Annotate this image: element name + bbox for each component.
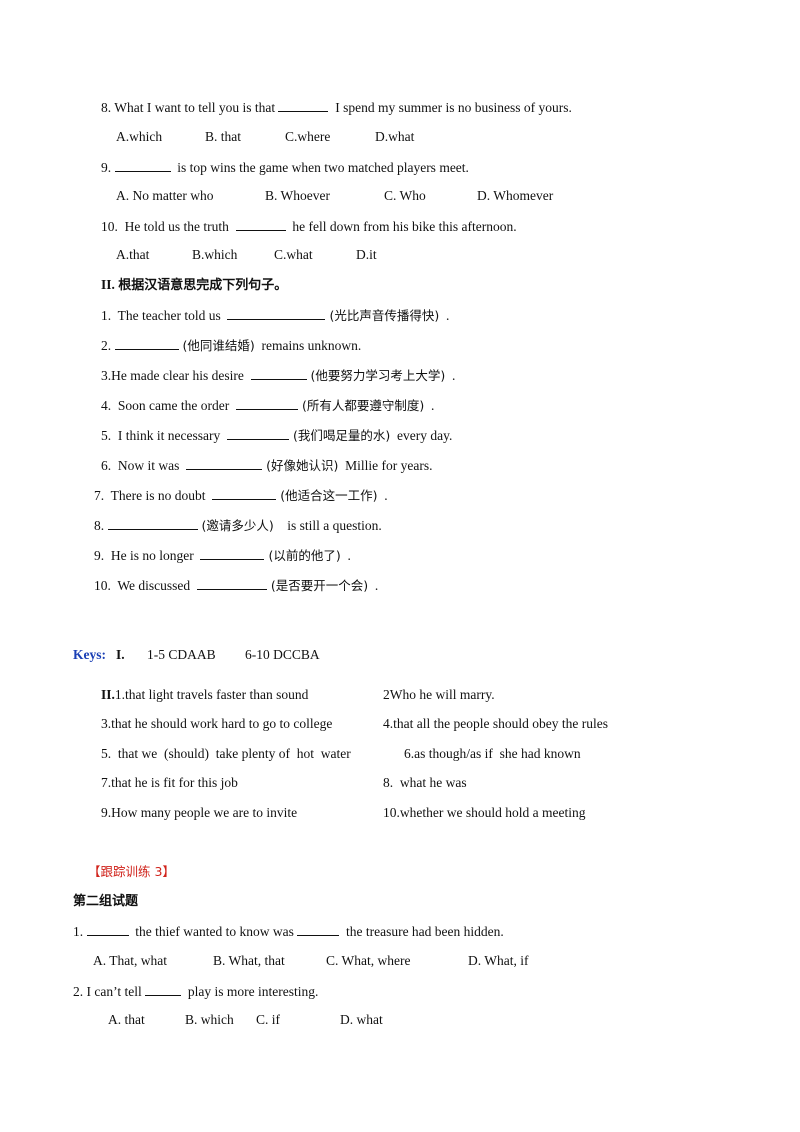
key-row-5-right: 10.whether we should hold a meeting <box>383 805 586 820</box>
tracking-question-1: 1. the thief wanted to know was the trea… <box>73 922 504 939</box>
key-row-4-left: 7.that he is fit for this job <box>101 775 238 790</box>
t1-option-a[interactable]: A. That, what <box>93 953 167 968</box>
keys-label: Keys: <box>73 647 106 662</box>
answer-blank[interactable] <box>250 366 307 380</box>
answer-blank[interactable] <box>297 922 340 936</box>
key-row-1-right: 2Who he will marry. <box>383 687 495 702</box>
translation-item-9: 9. He is no longer (以前的他了) . <box>94 546 351 563</box>
translation-item-3: 3.He made clear his desire (他要努力学习考上大学) … <box>101 366 456 383</box>
section-2-heading: II. 根据汉语意思完成下列句子。 <box>101 277 288 293</box>
key-row-5-left: 9.How many people we are to invite <box>101 805 298 820</box>
q10-option-d[interactable]: D.it <box>356 247 377 262</box>
answer-blank[interactable] <box>114 158 171 172</box>
keys-part1-label: I. <box>116 647 125 662</box>
t1-option-b[interactable]: B. What, that <box>213 953 285 968</box>
t2-option-c[interactable]: C. if <box>256 1012 281 1027</box>
key-row-4-right: 8. what he was <box>383 775 467 790</box>
answer-blank[interactable] <box>278 98 329 112</box>
t1-option-c[interactable]: C. What, where <box>326 953 411 968</box>
keys-part1-b: 6-10 DCCBA <box>245 647 320 662</box>
translation-item-2: 2. (他同谁结婚) remains unknown. <box>101 336 362 353</box>
answer-blank[interactable] <box>235 396 298 410</box>
q8-option-c[interactable]: C.where <box>285 129 331 144</box>
key-row-2-left: 3.that he should work hard to go to coll… <box>101 716 333 731</box>
q8-option-d[interactable]: D.what <box>375 129 415 144</box>
keys-part1-a: 1-5 CDAAB <box>147 647 216 662</box>
translation-item-7: 7. There is no doubt (他适合这一工作) . <box>94 486 388 503</box>
answer-blank[interactable] <box>86 922 129 936</box>
answer-blank[interactable] <box>114 336 179 350</box>
question-9: 9. is top wins the game when two matched… <box>101 158 469 175</box>
q9-option-d[interactable]: D. Whomever <box>477 188 554 203</box>
translation-item-5: 5. I think it necessary (我们喝足量的水) every … <box>101 426 453 443</box>
t2-option-b[interactable]: B. which <box>185 1012 234 1027</box>
q10-option-c[interactable]: C.what <box>274 247 313 262</box>
q10-option-b[interactable]: B.which <box>192 247 238 262</box>
answer-blank[interactable] <box>226 426 289 440</box>
answer-blank[interactable] <box>227 306 326 320</box>
translation-item-8: 8. (邀请多少人) is still a question. <box>94 516 382 533</box>
translation-item-1: 1. The teacher told us (光比声音传播得快) . <box>101 306 450 323</box>
q8-option-a[interactable]: A.which <box>116 129 163 144</box>
tracking-title: 【跟踪训练 3】 <box>88 864 175 879</box>
t2-option-d[interactable]: D. what <box>340 1012 383 1027</box>
key-row-3-left: 5. that we (should) take plenty of hot w… <box>101 746 351 761</box>
q10-option-a[interactable]: A.that <box>116 247 150 262</box>
group-heading: 第二组试题 <box>73 894 139 909</box>
answer-blank[interactable] <box>107 516 198 530</box>
translation-item-10: 10. We discussed (是否要开一个会) . <box>94 576 379 593</box>
answer-blank[interactable] <box>200 546 265 560</box>
q9-option-c[interactable]: C. Who <box>384 188 426 203</box>
key-row-3-right: 6.as though/as if she had known <box>404 746 581 761</box>
t1-option-d[interactable]: D. What, if <box>468 953 529 968</box>
key-row-2-right: 4.that all the people should obey the ru… <box>383 716 608 731</box>
tracking-question-2: 2. I can’t tell play is more interesting… <box>73 982 319 999</box>
translation-item-6: 6. Now it was (好像她认识) Millie for years. <box>101 456 433 473</box>
answer-blank[interactable] <box>186 456 263 470</box>
answer-blank[interactable] <box>145 982 182 996</box>
question-8: 8. What I want to tell you is that I spe… <box>101 98 572 115</box>
key-row-1-left: II.1.that light travels faster than soun… <box>101 687 309 702</box>
t2-option-a[interactable]: A. that <box>108 1012 145 1027</box>
q8-option-b[interactable]: B. that <box>205 129 241 144</box>
answer-blank[interactable] <box>196 576 267 590</box>
answer-blank[interactable] <box>235 217 286 231</box>
translation-item-4: 4. Soon came the order (所有人都要遵守制度) . <box>101 396 435 413</box>
q9-option-b[interactable]: B. Whoever <box>265 188 330 203</box>
answer-blank[interactable] <box>212 486 277 500</box>
question-10: 10. He told us the truth he fell down fr… <box>101 217 517 234</box>
q9-option-a[interactable]: A. No matter who <box>116 188 214 203</box>
